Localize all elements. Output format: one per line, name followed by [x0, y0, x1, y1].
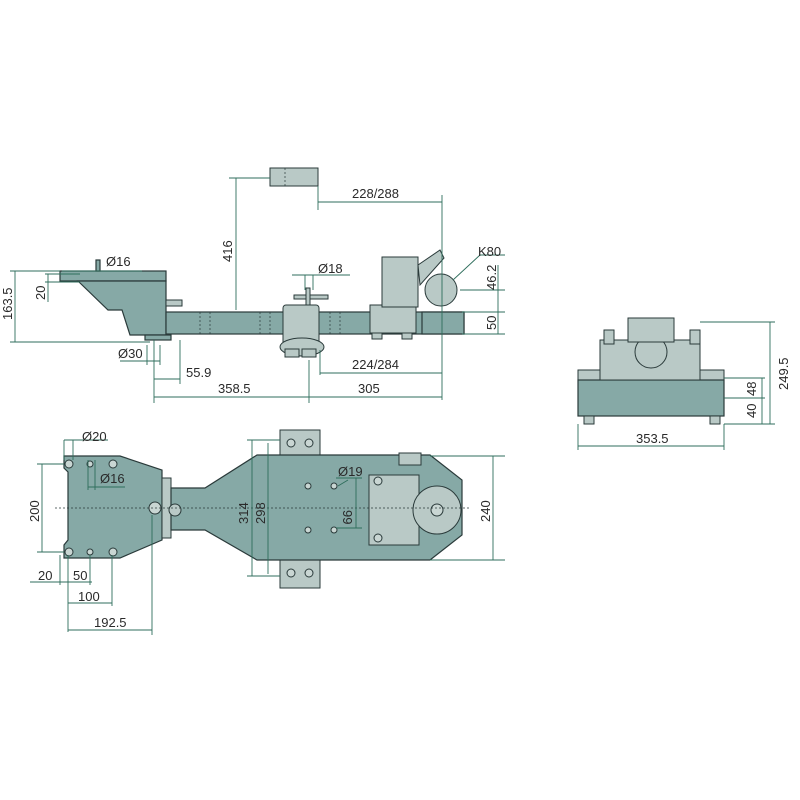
dim-48: 48 — [744, 382, 759, 396]
dim-224-284: 224/284 — [352, 357, 399, 372]
dim-55-9: 55.9 — [186, 365, 211, 380]
middle-clamp — [279, 287, 329, 358]
end-dimension-lines — [577, 321, 775, 450]
connector-plug — [269, 167, 319, 187]
dim-358-5: 358.5 — [218, 381, 251, 396]
dim-192-5: 192.5 — [94, 615, 127, 630]
dim-dia19: Ø19 — [338, 464, 363, 479]
top-dimension-lines — [30, 439, 505, 635]
dim-314: 314 — [236, 502, 251, 524]
coupling-head — [369, 249, 465, 340]
mounting-holes — [64, 438, 383, 578]
dim-50: 50 — [73, 568, 87, 583]
side-view: 416 228/288 K80 46.2 50 Ø16 Ø18 20 163.5… — [0, 167, 505, 403]
dim-163-5: 163.5 — [0, 287, 15, 320]
dim-20: 20 — [38, 568, 52, 583]
dim-249-5: 249.5 — [776, 357, 791, 390]
side-dimension-lines — [10, 177, 505, 403]
dim-99: 99 — [340, 510, 355, 524]
top-view: Ø20 Ø16 200 20 50 100 192.5 314 298 Ø19 … — [27, 429, 505, 635]
dim-305: 305 — [358, 381, 380, 396]
dim-416: 416 — [220, 240, 235, 262]
dim-298: 298 — [253, 502, 268, 524]
dim-20: 20 — [33, 286, 48, 300]
end-view: 249.5 48 40 353.5 — [577, 317, 791, 450]
dim-46-2: 46.2 — [484, 265, 499, 290]
left-flange-part — [59, 259, 183, 341]
dim-dia20: Ø20 — [82, 429, 107, 444]
dim-dia18: Ø18 — [318, 261, 343, 276]
dim-228-288: 228/288 — [352, 186, 399, 201]
dim-dia30: Ø30 — [118, 346, 143, 361]
dim-40: 40 — [744, 404, 759, 418]
dim-k80: K80 — [478, 244, 501, 259]
dim-353-5: 353.5 — [636, 431, 669, 446]
dim-dia16: Ø16 — [106, 254, 131, 269]
dim-50: 50 — [484, 316, 499, 330]
dim-100: 100 — [78, 589, 100, 604]
dim-dia16: Ø16 — [100, 471, 125, 486]
mounting-plate — [63, 455, 163, 559]
dim-200: 200 — [27, 500, 42, 522]
dim-240: 240 — [478, 500, 493, 522]
